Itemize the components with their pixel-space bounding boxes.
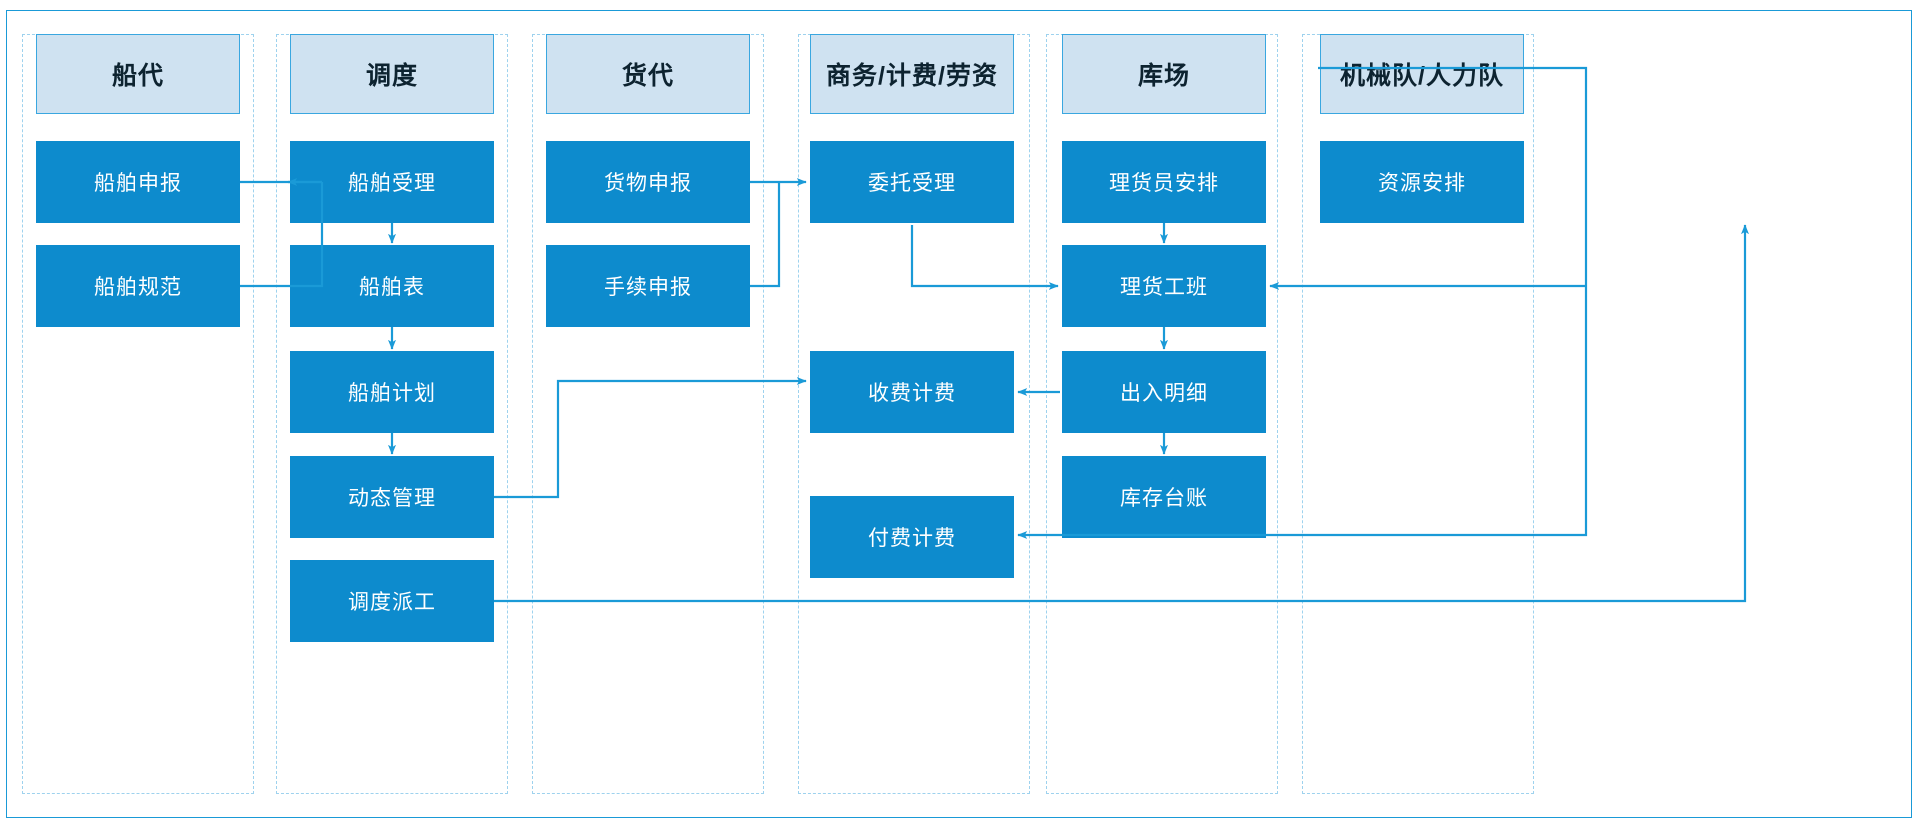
node-chuanbo-jihua[interactable]: 船舶计划: [290, 351, 494, 433]
diagram-outer-frame: [6, 10, 1912, 818]
node-chuanbo-shenbao[interactable]: 船舶申报: [36, 141, 240, 223]
node-huowu-shenbao[interactable]: 货物申报: [546, 141, 750, 223]
lane-header-diaodu[interactable]: 调度: [290, 34, 494, 114]
node-kucun-taizhang[interactable]: 库存台账: [1062, 456, 1266, 538]
node-diaodu-paigong[interactable]: 调度派工: [290, 560, 494, 642]
lane-header-chuandai[interactable]: 船代: [36, 34, 240, 114]
lane-header-jixiedui[interactable]: 机械队/人力队: [1320, 34, 1524, 114]
lane-header-shangwu[interactable]: 商务/计费/劳资: [810, 34, 1014, 114]
node-churu-mingxi[interactable]: 出入明细: [1062, 351, 1266, 433]
node-lihuo-gongban[interactable]: 理货工班: [1062, 245, 1266, 327]
node-weituo-shouli[interactable]: 委托受理: [810, 141, 1014, 223]
node-shoufei-jifei[interactable]: 收费计费: [810, 351, 1014, 433]
lane-header-kuchang[interactable]: 库场: [1062, 34, 1266, 114]
node-fufei-jifei[interactable]: 付费计费: [810, 496, 1014, 578]
lane-header-huodai[interactable]: 货代: [546, 34, 750, 114]
node-chuanbo-guifan[interactable]: 船舶规范: [36, 245, 240, 327]
node-chuanbo-biao[interactable]: 船舶表: [290, 245, 494, 327]
node-shouxu-shenbao[interactable]: 手续申报: [546, 245, 750, 327]
node-chuanbo-shouli[interactable]: 船舶受理: [290, 141, 494, 223]
node-lihuoyuan-anpai[interactable]: 理货员安排: [1062, 141, 1266, 223]
node-dongtai-guanli[interactable]: 动态管理: [290, 456, 494, 538]
node-ziyuan-anpai[interactable]: 资源安排: [1320, 141, 1524, 223]
